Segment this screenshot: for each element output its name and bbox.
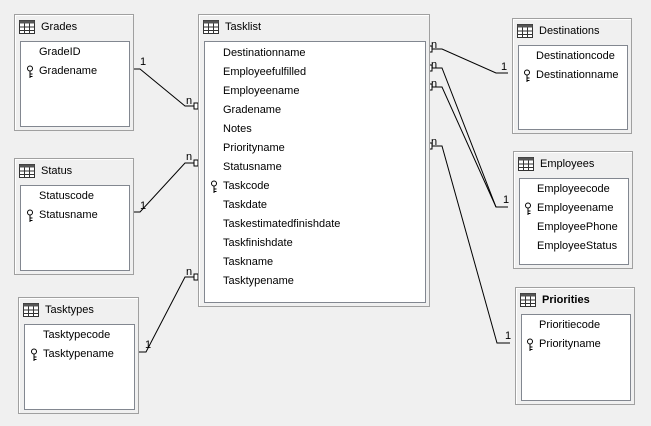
field-destinationname[interactable]: Destinationname	[223, 47, 306, 59]
field-destinationcode[interactable]: Destinationcode	[536, 50, 615, 62]
table-icon	[518, 157, 534, 171]
cardinality-many-employeename: n	[431, 78, 438, 90]
table-icon	[23, 303, 39, 317]
table-employees[interactable]: Employees Employeecode Employeename Empl…	[513, 151, 633, 269]
table-status-title[interactable]: Status	[15, 159, 133, 183]
table-icon	[517, 24, 533, 38]
field-list[interactable]: Destinationcode Destinationname	[518, 45, 628, 130]
field-prioritiecode[interactable]: Prioritiecode	[539, 319, 601, 331]
cardinality-many-employeefulfilled: n	[431, 59, 438, 71]
table-priorities-title[interactable]: Priorities	[516, 288, 634, 312]
relation-status-tasklist	[130, 162, 194, 213]
table-icon	[19, 20, 35, 34]
table-priorities[interactable]: Priorities Prioritiecode Priorityname	[515, 287, 635, 405]
field-employeephone[interactable]: EmployeePhone	[537, 221, 618, 233]
field-employeefulfilled[interactable]: Employeefulfilled	[223, 66, 307, 78]
field-list[interactable]: Tasktypecode Tasktypename	[24, 324, 135, 410]
table-grades[interactable]: Grades GradeID Gradename	[14, 14, 134, 131]
field-gradename[interactable]: Gradename	[21, 62, 129, 81]
field-tasktypename[interactable]: Tasktypename	[223, 275, 294, 287]
field-tasktypecode[interactable]: Tasktypecode	[43, 329, 111, 341]
cardinality-one-priorities: 1	[505, 330, 512, 342]
table-name: Grades	[41, 21, 78, 33]
cardinality-one-employees: 1	[503, 194, 510, 206]
table-destinations[interactable]: Destinations Destinationcode Destination…	[512, 18, 632, 134]
relation-tasklist-destinations	[432, 48, 508, 74]
primary-key-icon	[27, 65, 33, 78]
relation-tasklist-employees-name	[432, 86, 497, 208]
field-taskname[interactable]: Taskname	[223, 256, 274, 268]
primary-key-icon	[525, 202, 531, 215]
field-destinationname[interactable]: Destinationname	[519, 66, 627, 85]
field-statusname[interactable]: Statusname	[223, 161, 282, 173]
field-statusname[interactable]: Statusname	[21, 206, 129, 225]
cardinality-one-tasktypes: 1	[145, 339, 152, 351]
primary-key-icon	[524, 69, 530, 82]
relation-tasklist-priorities	[432, 145, 510, 344]
relation-tasklist-employees-fulfilled	[432, 67, 508, 208]
cardinality-many-grades: n	[186, 95, 193, 107]
table-tasklist-title[interactable]: Tasklist	[199, 15, 429, 39]
table-name: Employees	[540, 158, 595, 170]
field-gradename[interactable]: Gradename	[223, 104, 282, 116]
cardinality-one-status: 1	[140, 200, 147, 212]
table-name: Destinations	[539, 25, 600, 37]
table-icon	[520, 293, 536, 307]
field-employeestatus[interactable]: EmployeeStatus	[537, 240, 618, 252]
primary-key-icon	[31, 348, 37, 361]
cardinality-many-status: n	[186, 151, 193, 163]
field-taskfinishdate[interactable]: Taskfinishdate	[223, 237, 293, 249]
primary-key-icon	[211, 180, 217, 193]
table-status[interactable]: Status Statuscode Statusname	[14, 158, 134, 275]
cardinality-one-destinations: 1	[501, 61, 508, 73]
relation-grades-tasklist	[130, 68, 194, 107]
table-name: Priorities	[542, 294, 590, 306]
field-priorityname[interactable]: Priorityname	[522, 335, 630, 354]
cardinality-many-tasktypes: n	[186, 266, 193, 278]
table-destinations-title[interactable]: Destinations	[513, 19, 631, 43]
table-name: Tasktypes	[45, 304, 94, 316]
field-list[interactable]: Destinationname Employeefulfilled Employ…	[204, 41, 426, 303]
field-list[interactable]: Employeecode Employeename EmployeePhone …	[519, 178, 629, 265]
field-notes[interactable]: Notes	[223, 123, 252, 135]
table-tasktypes[interactable]: Tasktypes Tasktypecode Tasktypename	[18, 297, 139, 414]
relation-tasktypes-tasklist	[136, 276, 194, 353]
field-list[interactable]: Statuscode Statusname	[20, 185, 130, 271]
cardinality-many-destinations: n	[431, 39, 438, 51]
cardinality-many-priorityname: n	[431, 136, 438, 148]
field-list[interactable]: GradeID Gradename	[20, 41, 130, 127]
field-taskcode[interactable]: Taskcode	[205, 177, 425, 196]
field-taskestimatedfinishdate[interactable]: Taskestimatedfinishdate	[223, 218, 341, 230]
primary-key-icon	[27, 209, 33, 222]
field-tasktypename[interactable]: Tasktypename	[25, 345, 134, 364]
cardinality-one-grades: 1	[140, 56, 147, 68]
table-icon	[19, 164, 35, 178]
field-priorityname[interactable]: Priorityname	[223, 142, 285, 154]
table-employees-title[interactable]: Employees	[514, 152, 632, 176]
field-employeename[interactable]: Employeename	[223, 85, 300, 97]
table-grades-title[interactable]: Grades	[15, 15, 133, 39]
field-list[interactable]: Prioritiecode Priorityname	[521, 314, 631, 401]
table-tasklist[interactable]: Tasklist Destinationname Employeefulfill…	[198, 14, 430, 307]
table-name: Tasklist	[225, 21, 262, 33]
field-taskdate[interactable]: Taskdate	[223, 199, 268, 211]
table-name: Status	[41, 165, 73, 177]
field-gradeid[interactable]: GradeID	[39, 46, 81, 58]
table-tasktypes-title[interactable]: Tasktypes	[19, 298, 138, 322]
field-employeename[interactable]: Employeename	[520, 199, 628, 218]
field-employeecode[interactable]: Employeecode	[537, 183, 610, 195]
primary-key-icon	[527, 338, 533, 351]
table-icon	[203, 20, 219, 34]
field-statuscode[interactable]: Statuscode	[39, 190, 95, 202]
